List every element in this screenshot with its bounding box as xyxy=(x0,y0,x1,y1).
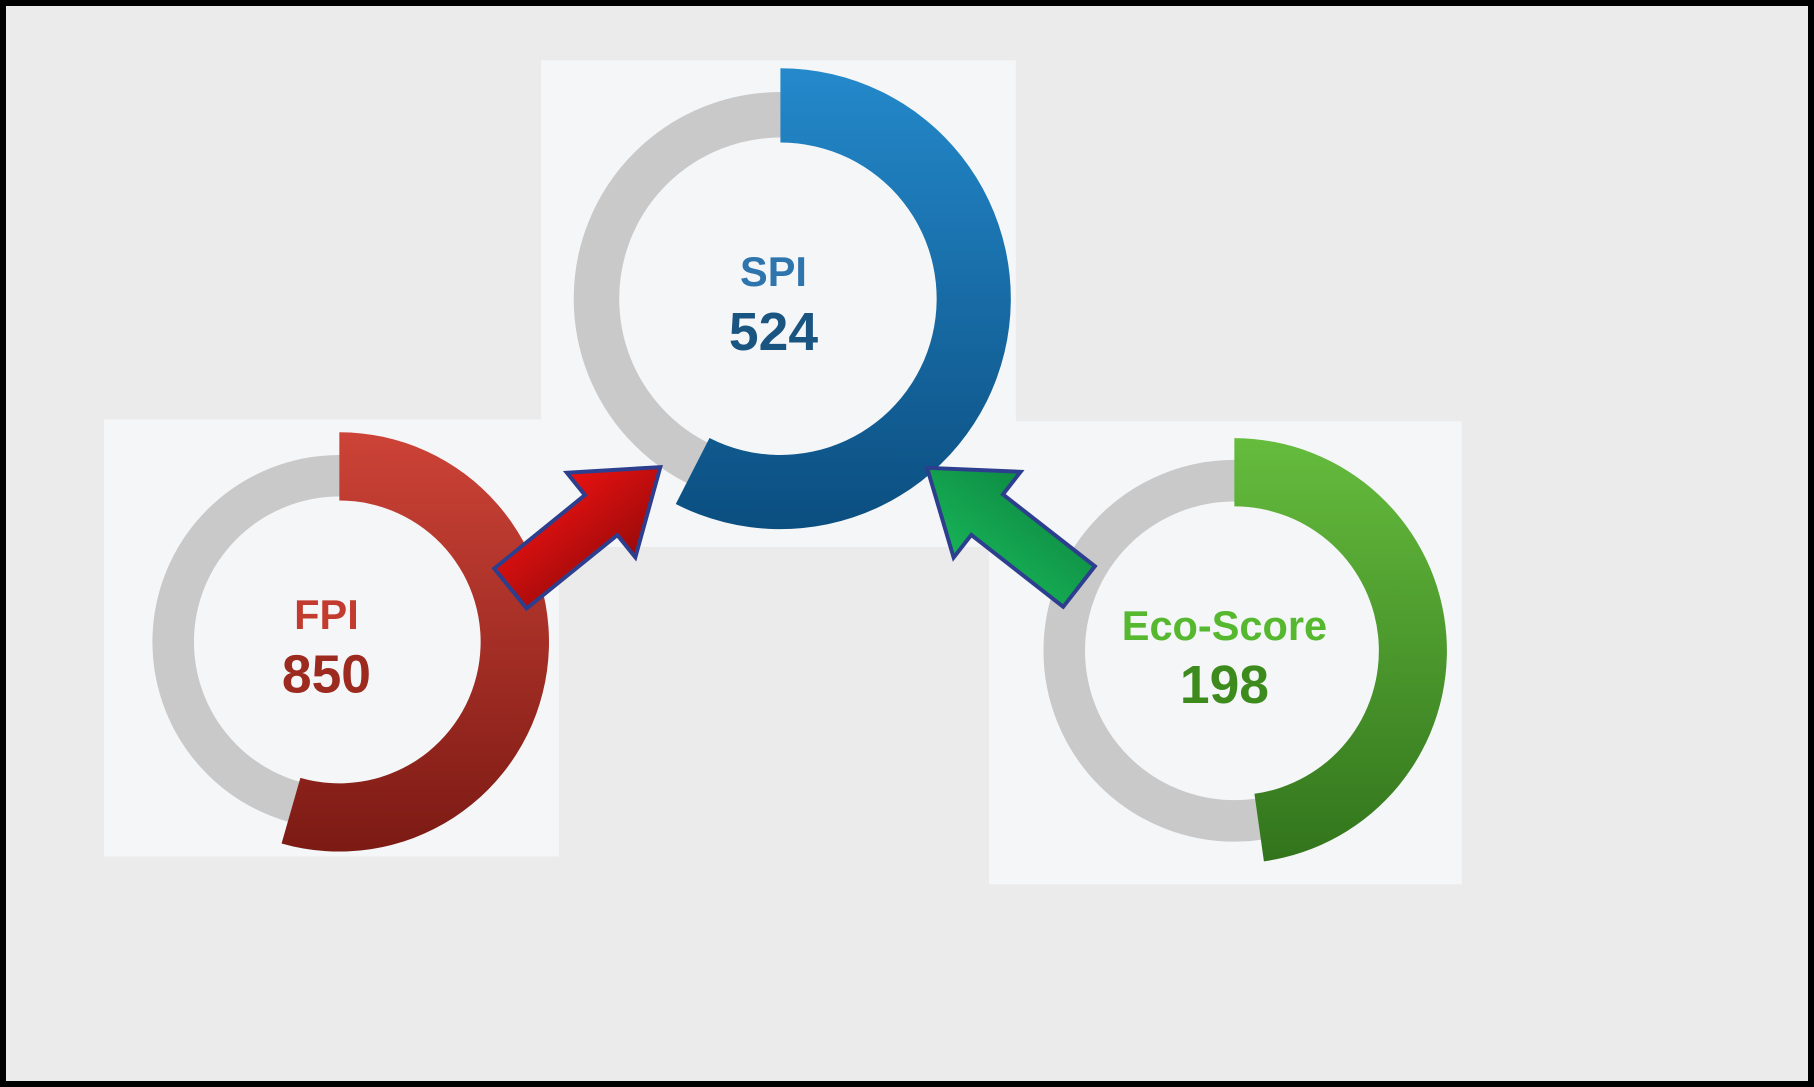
fpi-gauge: FPI 850 xyxy=(152,432,549,852)
fpi-label: FPI xyxy=(294,591,359,638)
spi-gauge: SPI 524 xyxy=(573,68,1011,530)
spi-value: 524 xyxy=(729,303,818,362)
green-arrow-eco-to-spi-icon xyxy=(924,465,1098,610)
spi-gauge-arc xyxy=(675,68,1011,530)
eco-label: Eco-Score xyxy=(1122,602,1327,649)
fpi-gauge-arc xyxy=(281,432,549,852)
fpi-value: 850 xyxy=(282,645,371,704)
eco-gauge-arc xyxy=(1234,438,1447,862)
eco-gauge: Eco-Score 198 xyxy=(1043,438,1447,862)
spi-label: SPI xyxy=(740,248,807,295)
eco-value: 198 xyxy=(1180,656,1269,715)
red-arrow-fpi-to-spi-icon xyxy=(491,464,663,612)
kpi-gauges-diagram: SPI 524 FPI 850 Eco-Score 198 xyxy=(103,60,1462,885)
